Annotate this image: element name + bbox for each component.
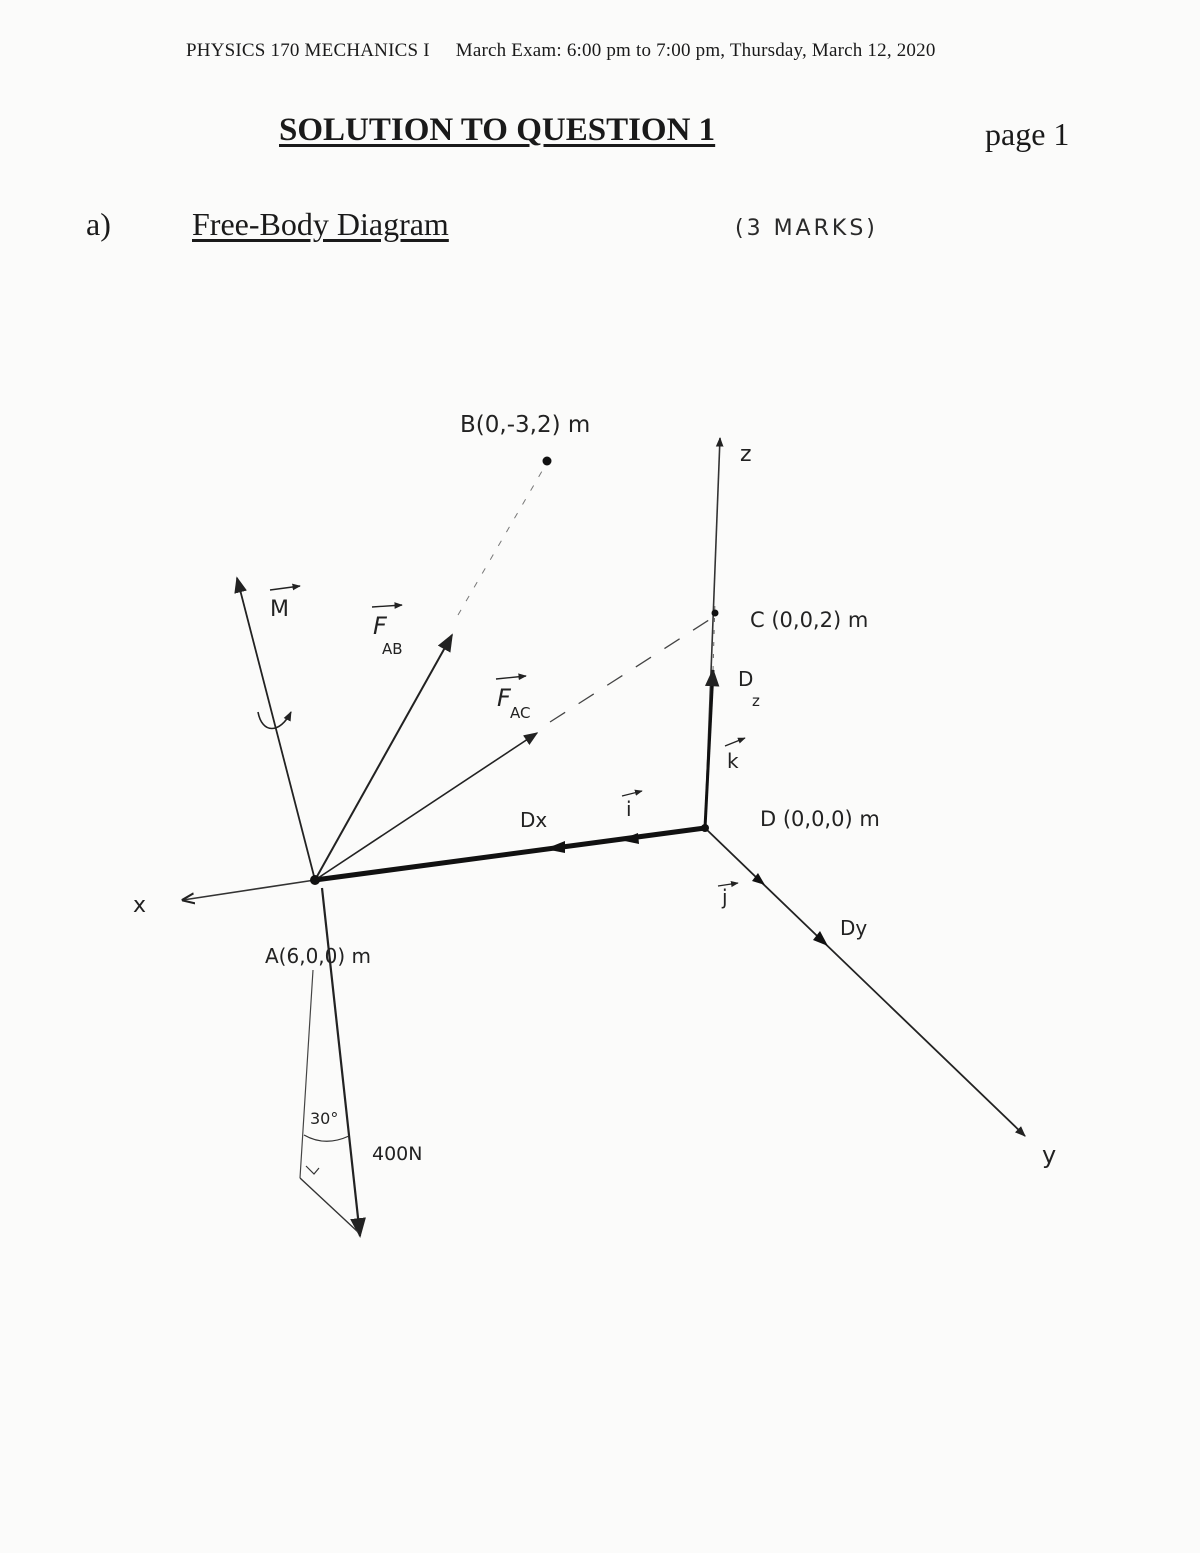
label-k: k [724, 737, 746, 773]
exam-info: March Exam: 6:00 pm to 7:00 pm, Thursday… [455, 40, 936, 61]
label-j-text: j [721, 885, 728, 909]
component-line [299, 1177, 359, 1233]
label-k-text: k [727, 749, 739, 773]
vertical-reference [299, 969, 314, 1179]
page-title: SOLUTION TO QUESTION 1 [279, 112, 716, 148]
dashed-AB [457, 465, 546, 616]
point-A-dot [310, 875, 320, 885]
label-FAB: F AB [371, 602, 403, 658]
y-axis [704, 827, 1026, 1137]
right-angle-mark [305, 1165, 320, 1175]
force-FAC [314, 732, 539, 881]
part-title: Free-Body Diagram [192, 206, 449, 242]
label-Dz-sub: z [752, 692, 760, 710]
j-arrowhead [752, 873, 765, 885]
exam-header: PHYSICS 170 MECHANICS I March Exam: 6:00 … [186, 40, 936, 62]
label-axis-y: y [1042, 1141, 1056, 1169]
label-force-400N: 400N [372, 1143, 422, 1165]
point-C-dot [711, 609, 719, 617]
label-axis-z: z [740, 442, 752, 467]
point-D-dot [701, 824, 709, 832]
member-AD [314, 825, 706, 883]
dy-arrowhead [813, 931, 828, 946]
label-FAB-text: F [373, 612, 388, 640]
label-M-text: M [270, 597, 289, 622]
label-FAC-sub: AC [510, 704, 530, 722]
marks-note: (3 MARKS) [735, 216, 878, 241]
label-Dx: Dx [520, 808, 547, 832]
course-name: PHYSICS 170 MECHANICS I [186, 40, 430, 61]
label-axis-x: x [133, 893, 146, 918]
label-i-text: i [626, 797, 632, 821]
moment-rotation-icon [257, 711, 292, 730]
label-point-D: D (0,0,0) m [760, 807, 880, 831]
page-number: page 1 [985, 116, 1070, 152]
point-B-dot [542, 456, 552, 466]
label-Dz: D z [738, 667, 760, 710]
label-FAB-sub: AB [382, 640, 403, 658]
x-axis [183, 879, 316, 900]
moment-M [234, 576, 316, 881]
force-400N [320, 887, 366, 1238]
label-FAC: F AC [495, 673, 530, 722]
dx-arrowhead [545, 841, 565, 853]
label-Dz-text: D [738, 667, 753, 691]
label-angle: 30° [310, 1109, 338, 1128]
force-FAB [314, 633, 453, 881]
label-M: M [269, 583, 301, 622]
dashed-AC [549, 617, 713, 723]
label-Dy: Dy [840, 916, 867, 940]
label-point-B: B(0,-3,2) m [460, 412, 590, 438]
label-point-A: A(6,0,0) m [265, 944, 371, 968]
angle-arc [303, 1134, 350, 1142]
dz-force [703, 668, 720, 829]
part-label: a) [86, 206, 111, 242]
label-FAC-text: F [497, 684, 512, 712]
label-point-C: C (0,0,2) m [750, 608, 868, 632]
label-i: i [621, 789, 643, 821]
label-j: j [717, 880, 739, 909]
i-arrowhead [620, 833, 639, 844]
